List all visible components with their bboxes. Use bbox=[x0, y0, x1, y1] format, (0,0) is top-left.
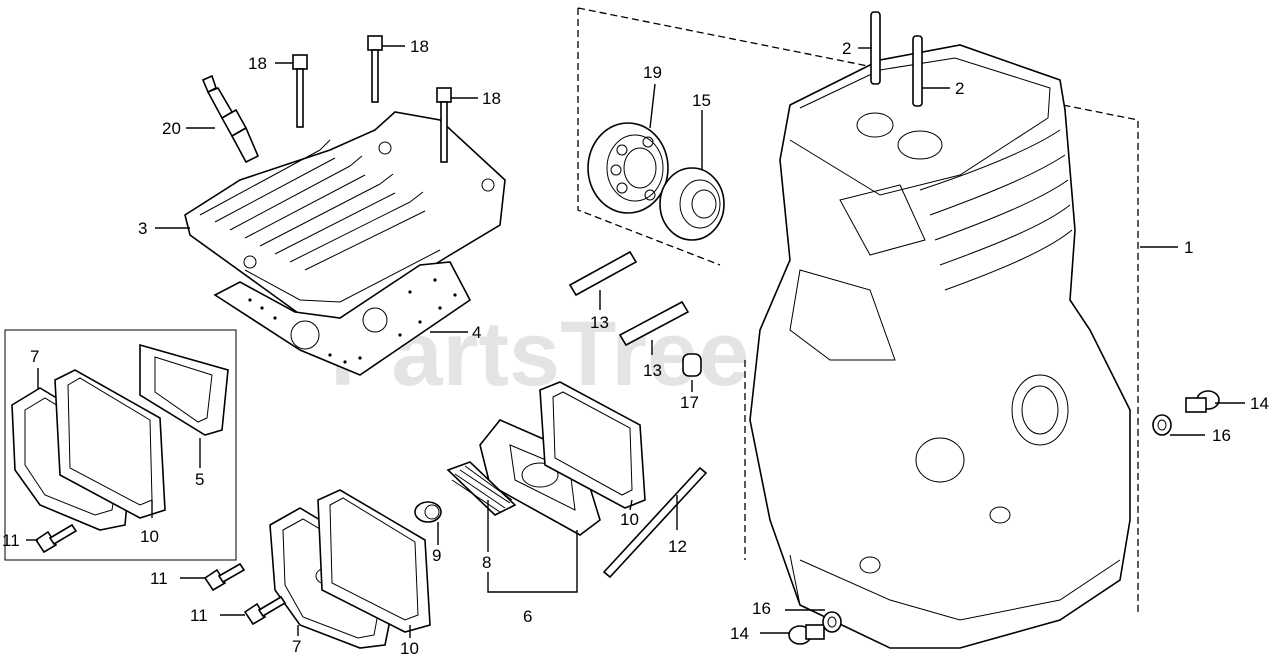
callout-14-bottom: 14 bbox=[730, 624, 749, 643]
stud-13-upper bbox=[568, 250, 638, 297]
bolt-11-lower bbox=[243, 595, 287, 626]
callout-5: 5 bbox=[195, 470, 204, 489]
dowel-pin-17 bbox=[682, 353, 702, 377]
leader-lines bbox=[26, 45, 1245, 638]
callout-11-lower: 11 bbox=[190, 606, 208, 625]
callout-19: 19 bbox=[643, 63, 662, 82]
callout-11-upper: 11 bbox=[150, 569, 168, 588]
stud-12 bbox=[602, 466, 708, 579]
stud-13-lower bbox=[618, 300, 690, 347]
breather-filter bbox=[446, 461, 517, 516]
breather-ring bbox=[414, 501, 442, 523]
callout-16-right: 16 bbox=[1212, 426, 1231, 445]
callout-20: 20 bbox=[162, 119, 181, 138]
cylinder-stud-left bbox=[870, 11, 881, 85]
ball-bearing bbox=[587, 122, 669, 214]
callout-16-bottom: 16 bbox=[752, 599, 771, 618]
callout-1: 1 bbox=[1184, 238, 1193, 257]
callout-7-bottom: 7 bbox=[292, 637, 301, 656]
callout-labels: 1 2 2 3 4 5 6 7 7 8 9 10 10 10 11 11 11 … bbox=[2, 37, 1269, 658]
callout-18-right: 18 bbox=[482, 89, 501, 108]
callout-13-upper: 13 bbox=[590, 313, 609, 332]
callout-2-right: 2 bbox=[955, 79, 964, 98]
head-bolt-middle bbox=[367, 35, 383, 103]
callout-10-right: 10 bbox=[620, 510, 639, 529]
spark-plug bbox=[201, 74, 260, 164]
oil-seal bbox=[659, 167, 725, 241]
head-bolt-right bbox=[436, 87, 452, 163]
callout-2-left: 2 bbox=[842, 39, 851, 58]
breather-gasket-bracket bbox=[139, 343, 229, 436]
callout-4: 4 bbox=[472, 323, 481, 342]
callout-9: 9 bbox=[432, 546, 441, 565]
callout-8: 8 bbox=[482, 553, 491, 572]
callout-10-bottom: 10 bbox=[400, 639, 419, 658]
head-gasket bbox=[213, 261, 472, 376]
head-bolt-left bbox=[292, 54, 308, 128]
callout-15: 15 bbox=[692, 91, 711, 110]
washer-bottom bbox=[822, 611, 842, 633]
callout-17: 17 bbox=[680, 393, 699, 412]
breather-gasket-bottom bbox=[317, 489, 431, 633]
crankcase-cylinder bbox=[749, 44, 1131, 649]
bolt-11-upper bbox=[203, 562, 246, 592]
callout-18-middle: 18 bbox=[410, 37, 429, 56]
callout-10-inset: 10 bbox=[140, 527, 159, 546]
inset-frame-cover bbox=[4, 329, 237, 561]
callout-13-lower: 13 bbox=[643, 361, 662, 380]
callout-6: 6 bbox=[523, 607, 532, 626]
callout-18-left: 18 bbox=[248, 54, 267, 73]
cylinder-stud-right bbox=[912, 35, 923, 107]
callout-11-inset: 11 bbox=[2, 531, 20, 550]
breather-valve-gasket bbox=[539, 381, 646, 509]
drain-bolt-right bbox=[1185, 390, 1220, 413]
callout-14-right: 14 bbox=[1250, 394, 1269, 413]
callout-3: 3 bbox=[138, 219, 147, 238]
callout-12: 12 bbox=[668, 537, 687, 556]
callout-7-inset: 7 bbox=[30, 347, 39, 366]
group-frame-crankcase bbox=[577, 7, 1139, 615]
bolt-11-inset bbox=[34, 523, 78, 554]
drain-bolt-bottom bbox=[788, 624, 825, 645]
washer-right bbox=[1152, 414, 1172, 436]
